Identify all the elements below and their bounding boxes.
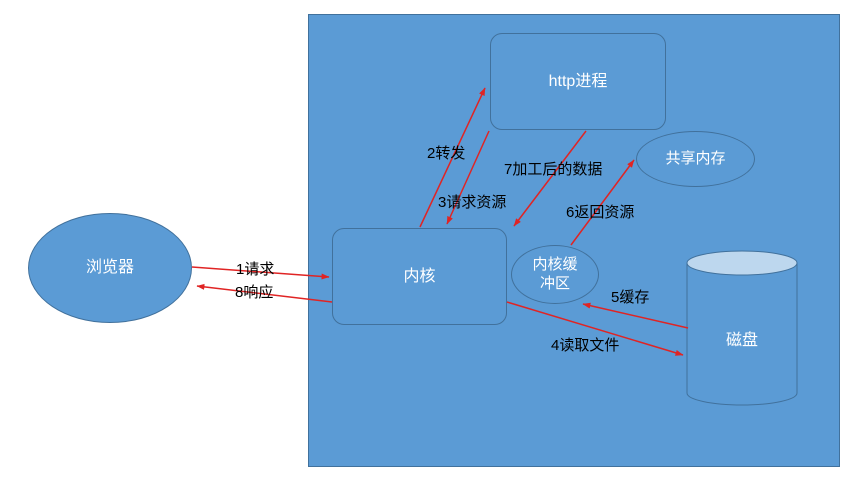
node-browser-label: 浏览器 [85, 259, 134, 276]
edge-label-1-request: 1请求 [236, 261, 275, 278]
edge-label-4-read-file: 4读取文件 [551, 337, 620, 354]
node-http-process-label: http进程 [548, 72, 608, 90]
edge-label-3-request-resource: 3请求资源 [438, 194, 507, 211]
node-shared-memory-label: 共享内存 [665, 149, 726, 167]
node-kernel: 内核 [332, 228, 507, 325]
node-http-process: http进程 [490, 33, 666, 130]
node-kernel-buffer: 内核缓冲区 [511, 245, 599, 304]
edge-label-6-return-resource: 6返回资源 [566, 204, 635, 221]
edge-label-2-forward: 2转发 [427, 145, 466, 162]
node-browser: 浏览器 [28, 213, 192, 323]
node-shared-memory: 共享内存 [636, 131, 755, 187]
edge-label-7-processed-data: 7加工后的数据 [504, 161, 603, 178]
edge-label-8-response: 8响应 [235, 284, 274, 301]
node-kernel-buffer-label: 内核缓冲区 [532, 255, 578, 292]
edge-label-5-cache: 5缓存 [611, 289, 650, 306]
node-kernel-label: 内核 [403, 267, 436, 285]
